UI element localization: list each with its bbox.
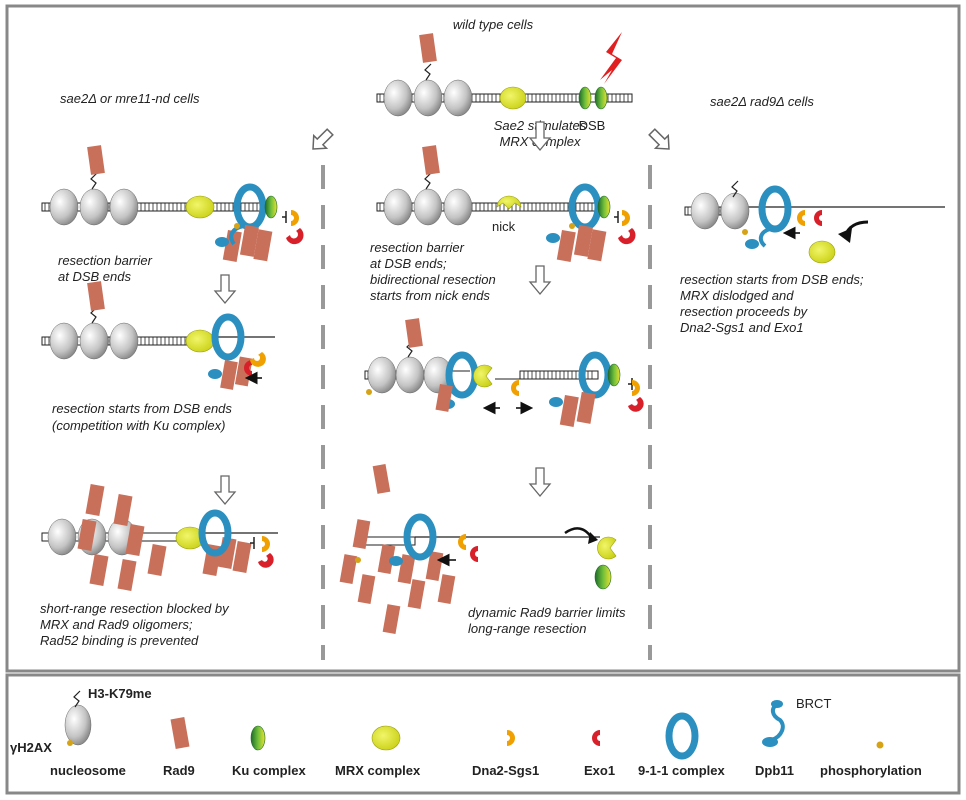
wt-caption-4-line2: long-range resection [468,621,587,636]
legend-dna2: Dna2-Sgs1 [472,763,539,778]
left-caption-1-line1: resection barrier [58,253,153,268]
left-down-arrow-1 [213,274,237,305]
legend-rad9-icon [170,717,190,749]
branch-arrow-left [312,128,334,150]
legend-ku-icon [250,725,266,751]
legend-h3k79me: H3-K79me [88,686,152,701]
legend-dna2-icon [507,730,515,746]
left-down-arrow-2 [213,475,237,506]
dsb-lightning-icon [600,32,622,84]
dsb-label: DSB [579,118,606,133]
wt-caption-2-line2: at DSB ends; [370,256,447,271]
wt-step4-schematic [339,463,617,635]
left-step1-schematic [41,145,304,262]
wt-step3-schematic [364,318,644,427]
right-caption-1-line1: resection starts from DSB ends; [680,272,864,287]
legend-911-icon [665,712,699,760]
legend-mrx-icon [371,725,401,751]
right-caption-1-line3: resection proceeds by [680,304,809,319]
right-panel-title: sae2Δ rad9Δ cells [710,94,814,109]
wt-down-arrow-2 [528,265,552,296]
left-caption-3-line3: Rad52 binding is prevented [40,633,199,648]
legend-ku: Ku complex [232,763,306,778]
legend: H3-K79me γH2AX nucleosome Rad9 Ku comple… [10,686,922,778]
left-caption-3-line1: short-range resection blocked by [40,601,230,616]
legend-911: 9-1-1 complex [638,763,725,778]
left-caption-2-line1: resection starts from DSB ends [52,401,232,416]
wt-down-arrow-1 [528,121,552,152]
legend-nucleosome: nucleosome [50,763,126,778]
left-panel-title: sae2Δ or mre11-nd cells [60,91,200,106]
wild-type-title: wild type cells [453,17,534,32]
right-step1-schematic [684,180,945,264]
legend-exo1: Exo1 [584,763,615,778]
wt-caption-2-line3: bidirectional resection [370,272,496,287]
right-caption-1-line4: Dna2-Sgs1 and Exo1 [680,320,804,335]
main-frame [5,4,961,673]
wt-dsb-schematic [376,32,633,117]
legend-brct: BRCT [796,696,831,711]
branch-arrow-right [648,128,670,150]
left-caption-1-line2: at DSB ends [58,269,131,284]
legend-dpb11: Dpb11 [755,763,794,778]
legend-frame [5,673,961,795]
legend-rad9: Rad9 [163,763,195,778]
wt-caption-2-line1: resection barrier [370,240,465,255]
left-step3-schematic [41,484,278,591]
wt-caption-4-line1: dynamic Rad9 barrier limits [468,605,626,620]
right-caption-1-line2: MRX dislodged and [680,288,794,303]
wt-step2-schematic [376,145,636,262]
legend-dpb11-icon [762,700,785,747]
left-caption-3-line2: MRX and Rad9 oligomers; [40,617,193,632]
wt-caption-2-line4: starts from nick ends [370,288,490,303]
legend-nucleosome-icon [64,690,92,746]
legend-gh2ax: γH2AX [10,740,52,755]
legend-phosphorylation: phosphorylation [820,763,922,778]
legend-phosphorylation-icon [876,741,884,749]
nick-label: nick [492,219,516,234]
legend-exo1-icon [592,730,600,746]
legend-mrx: MRX complex [335,763,421,778]
left-caption-2-line2: (competition with Ku complex) [52,418,225,433]
left-step2-schematic [41,281,275,390]
wt-down-arrow-3 [528,467,552,498]
